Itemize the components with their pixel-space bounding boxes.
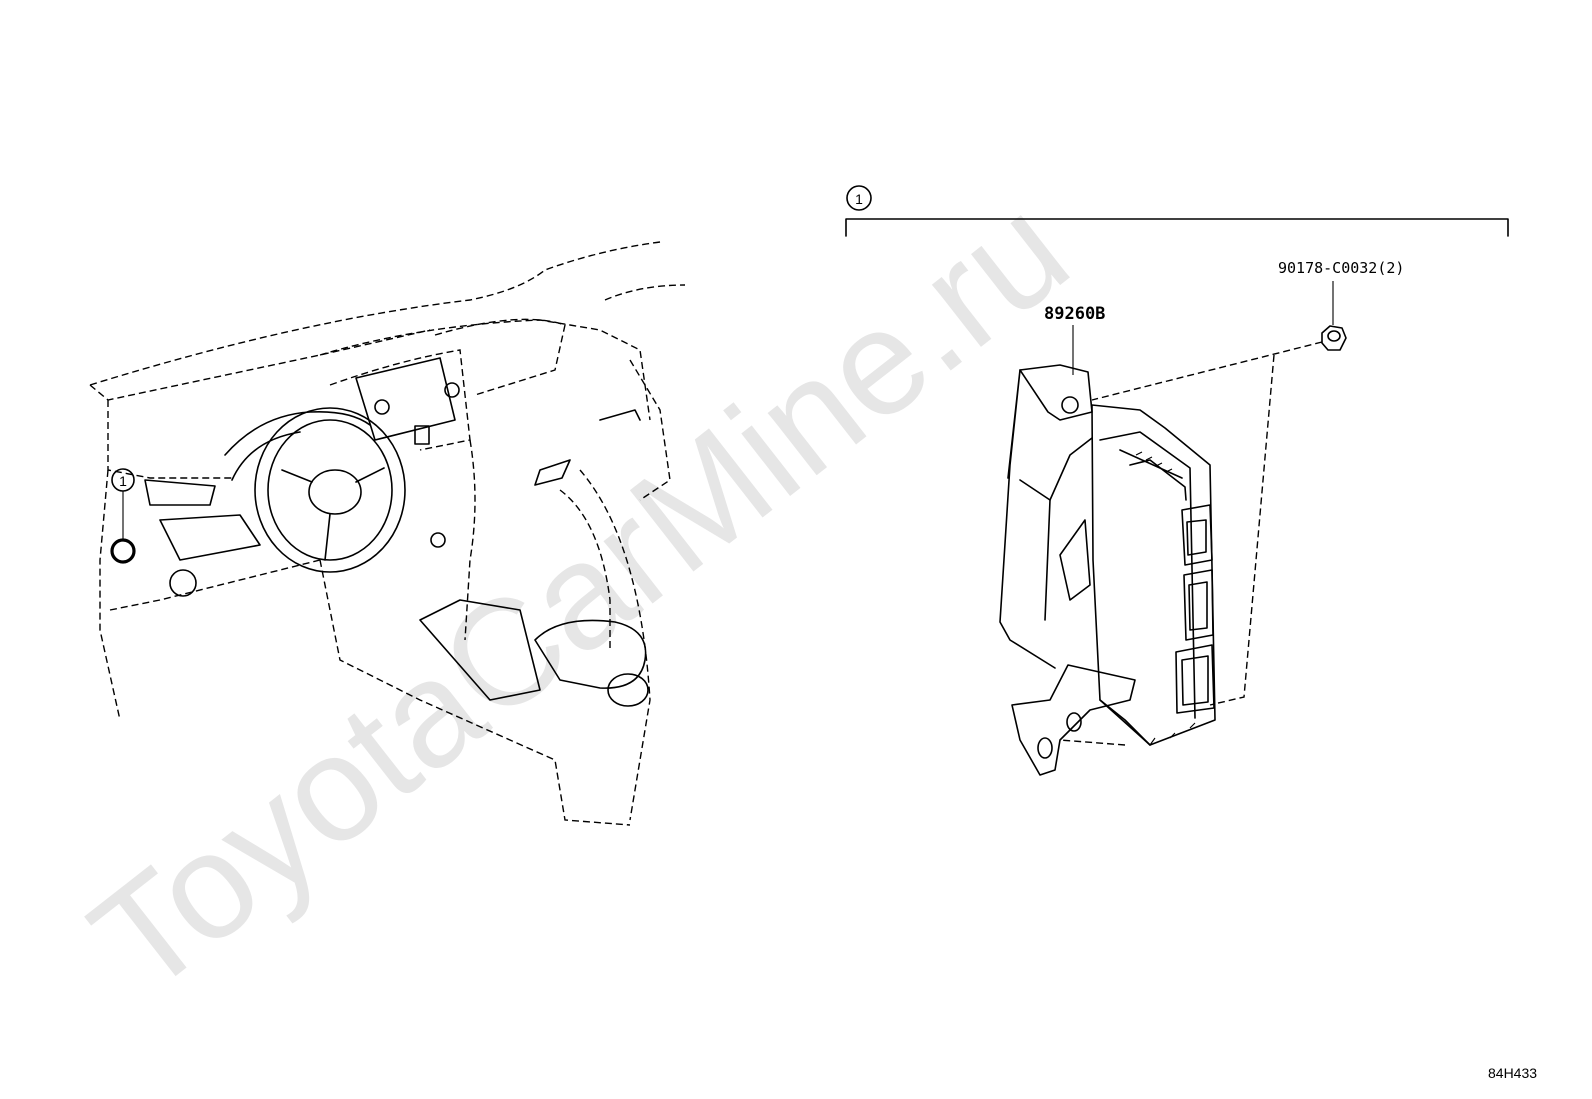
location-callout-label: 1 <box>119 473 127 489</box>
ecu-location-marker <box>110 538 136 564</box>
group-bracket <box>845 218 1509 237</box>
group-callout-label: 1 <box>855 191 863 207</box>
dashboard-location-view: 1 <box>89 241 686 826</box>
nut-part <box>1321 325 1347 351</box>
group-callout-circle <box>846 185 872 211</box>
ecu-exploded-view: 1 89260B 90178-C0032(2) <box>845 185 1509 776</box>
part-label-90178-c0032: 90178-C0032(2) <box>1278 259 1404 277</box>
watermark-text: ToyotaCarMine.ru <box>61 164 1097 1025</box>
ecu-module <box>999 364 1216 776</box>
part-label-89260b: 89260B <box>1044 304 1105 324</box>
diagram-code: 84H433 <box>1488 1065 1537 1081</box>
